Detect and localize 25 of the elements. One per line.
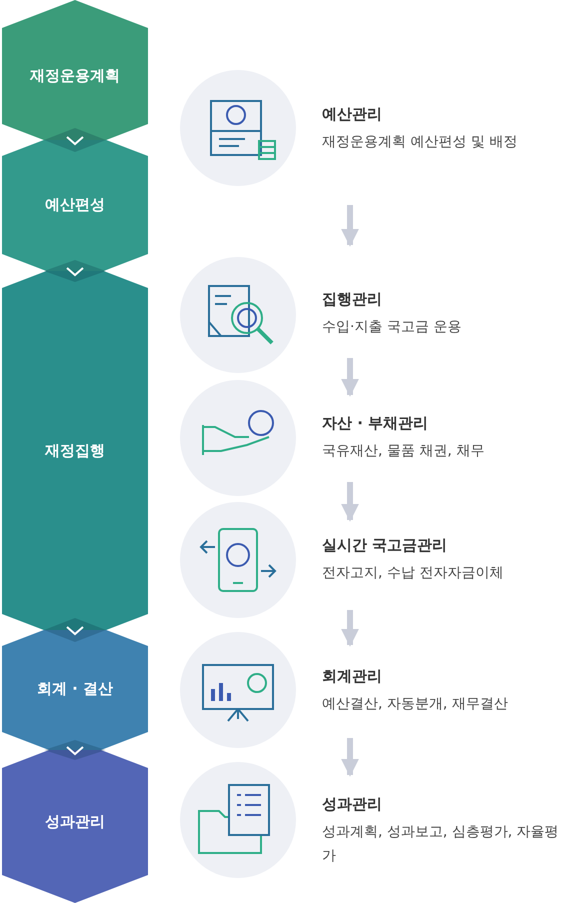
item-description: 수입·지출 국고금 운용 xyxy=(322,318,462,337)
item-heading: 성과관리 xyxy=(322,795,383,814)
item-description: 예산결산, 자동분개, 재무결산 xyxy=(322,695,509,714)
down-arrow xyxy=(341,482,359,522)
stage-label: 예산편성 xyxy=(44,196,106,214)
item-description: 국유재산, 물품 채권, 채무 xyxy=(322,442,486,461)
item-heading: 자산 · 부채관리 xyxy=(322,414,430,433)
down-arrow xyxy=(341,610,359,647)
stage-label: 재정집행 xyxy=(44,442,106,460)
item-description: 전자고지, 수납 전자자금이체 xyxy=(322,564,504,583)
stage-hexagon xyxy=(2,750,148,903)
down-arrow xyxy=(341,205,359,247)
down-arrow xyxy=(341,358,359,397)
stage-hexagon xyxy=(2,271,148,630)
down-arrow xyxy=(341,738,359,777)
item-description: 성과계획, 성과보고, 심층평가, 자율평가 xyxy=(322,823,560,866)
item-heading: 회계관리 xyxy=(322,667,383,686)
item-heading: 실시간 국고금관리 xyxy=(322,536,448,555)
item-heading: 집행관리 xyxy=(322,290,383,309)
item-heading: 예산관리 xyxy=(322,105,383,124)
item-description: 재정운용계획 예산편성 및 배정 xyxy=(322,133,518,152)
stage-label: 재정운용계획 xyxy=(28,66,121,86)
stage-label: 회계 · 결산 xyxy=(36,680,114,698)
stage-hexagon xyxy=(2,0,148,140)
stage-label: 성과관리 xyxy=(44,812,106,831)
